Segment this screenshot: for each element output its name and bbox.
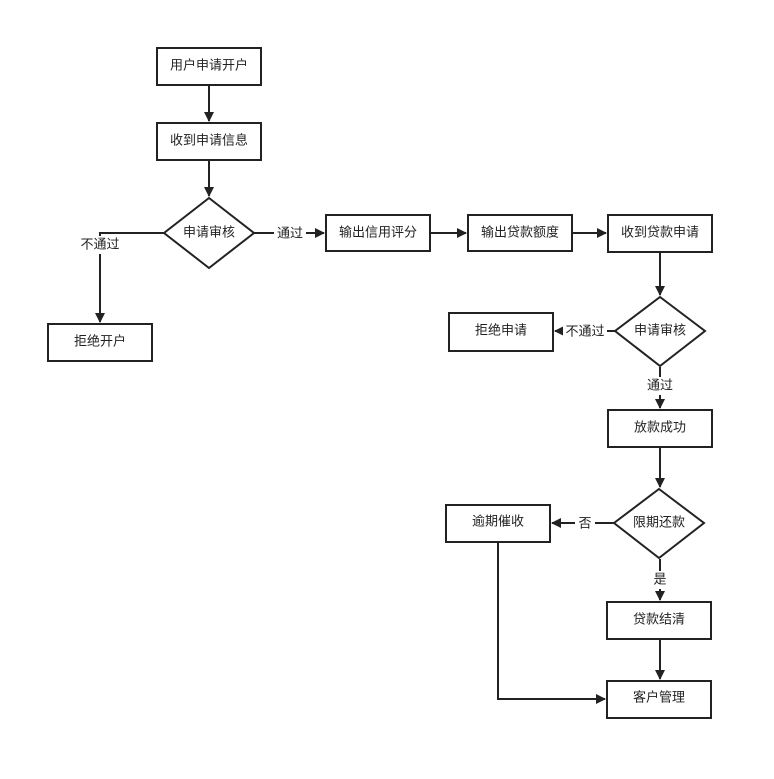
label-review2-fail: 不通过 — [565, 325, 604, 340]
nodes: 用户申请开户 收到申请信息 申请审核 拒绝开户 输出信用评分 输出贷款额度 收到… — [47, 47, 713, 719]
label-review1-pass: 通过 — [277, 227, 303, 242]
node-repay-decision: 限期还款 — [612, 487, 706, 560]
label-repay-no: 否 — [578, 517, 591, 532]
label-review1-fail: 不通过 — [80, 238, 119, 253]
label-repay-yes: 是 — [653, 573, 666, 588]
node-customer-mgmt-label: 客户管理 — [633, 690, 685, 706]
node-collection-label: 逾期催收 — [472, 515, 524, 530]
node-reject-request: 拒绝申请 — [448, 312, 554, 352]
node-customer-mgmt: 客户管理 — [606, 680, 712, 719]
node-disburse: 放款成功 — [607, 409, 713, 448]
node-receive-request-label: 收到申请信息 — [170, 133, 248, 149]
node-open-request: 用户申请开户 — [156, 47, 262, 86]
node-disburse-label: 放款成功 — [634, 421, 686, 436]
node-review2-label: 申请审核 — [634, 324, 686, 339]
node-review1-decision: 申请审核 — [162, 196, 256, 270]
edge-collection-to-customer — [497, 543, 606, 704]
node-credit-score: 输出信用评分 — [325, 214, 431, 252]
node-receive-request: 收到申请信息 — [156, 122, 262, 161]
node-loan-settled: 贷款结清 — [606, 601, 712, 640]
node-reject-open-label: 拒绝开户 — [74, 334, 126, 350]
edges — [95, 85, 665, 704]
node-collection: 逾期催收 — [445, 504, 551, 543]
node-reject-request-label: 拒绝申请 — [475, 323, 527, 339]
label-review2-pass: 通过 — [647, 379, 673, 394]
node-repay-label: 限期还款 — [633, 516, 685, 531]
node-loan-settled-label: 贷款结清 — [633, 613, 685, 628]
node-review1-label: 申请审核 — [183, 226, 235, 241]
node-reject-open: 拒绝开户 — [47, 323, 153, 362]
node-receive-loan: 收到贷款申请 — [607, 214, 713, 253]
node-open-request-label: 用户申请开户 — [170, 58, 248, 74]
node-credit-score-label: 输出信用评分 — [339, 225, 417, 241]
node-loan-amount: 输出贷款额度 — [467, 214, 573, 252]
node-receive-loan-label: 收到贷款申请 — [621, 226, 699, 241]
node-loan-amount-label: 输出贷款额度 — [481, 225, 559, 241]
edge-labels: 不通过 通过 不通过 通过 否 是 — [78, 225, 676, 589]
node-review2-decision: 申请审核 — [613, 295, 707, 368]
edge-review1-to-reject — [95, 232, 164, 323]
